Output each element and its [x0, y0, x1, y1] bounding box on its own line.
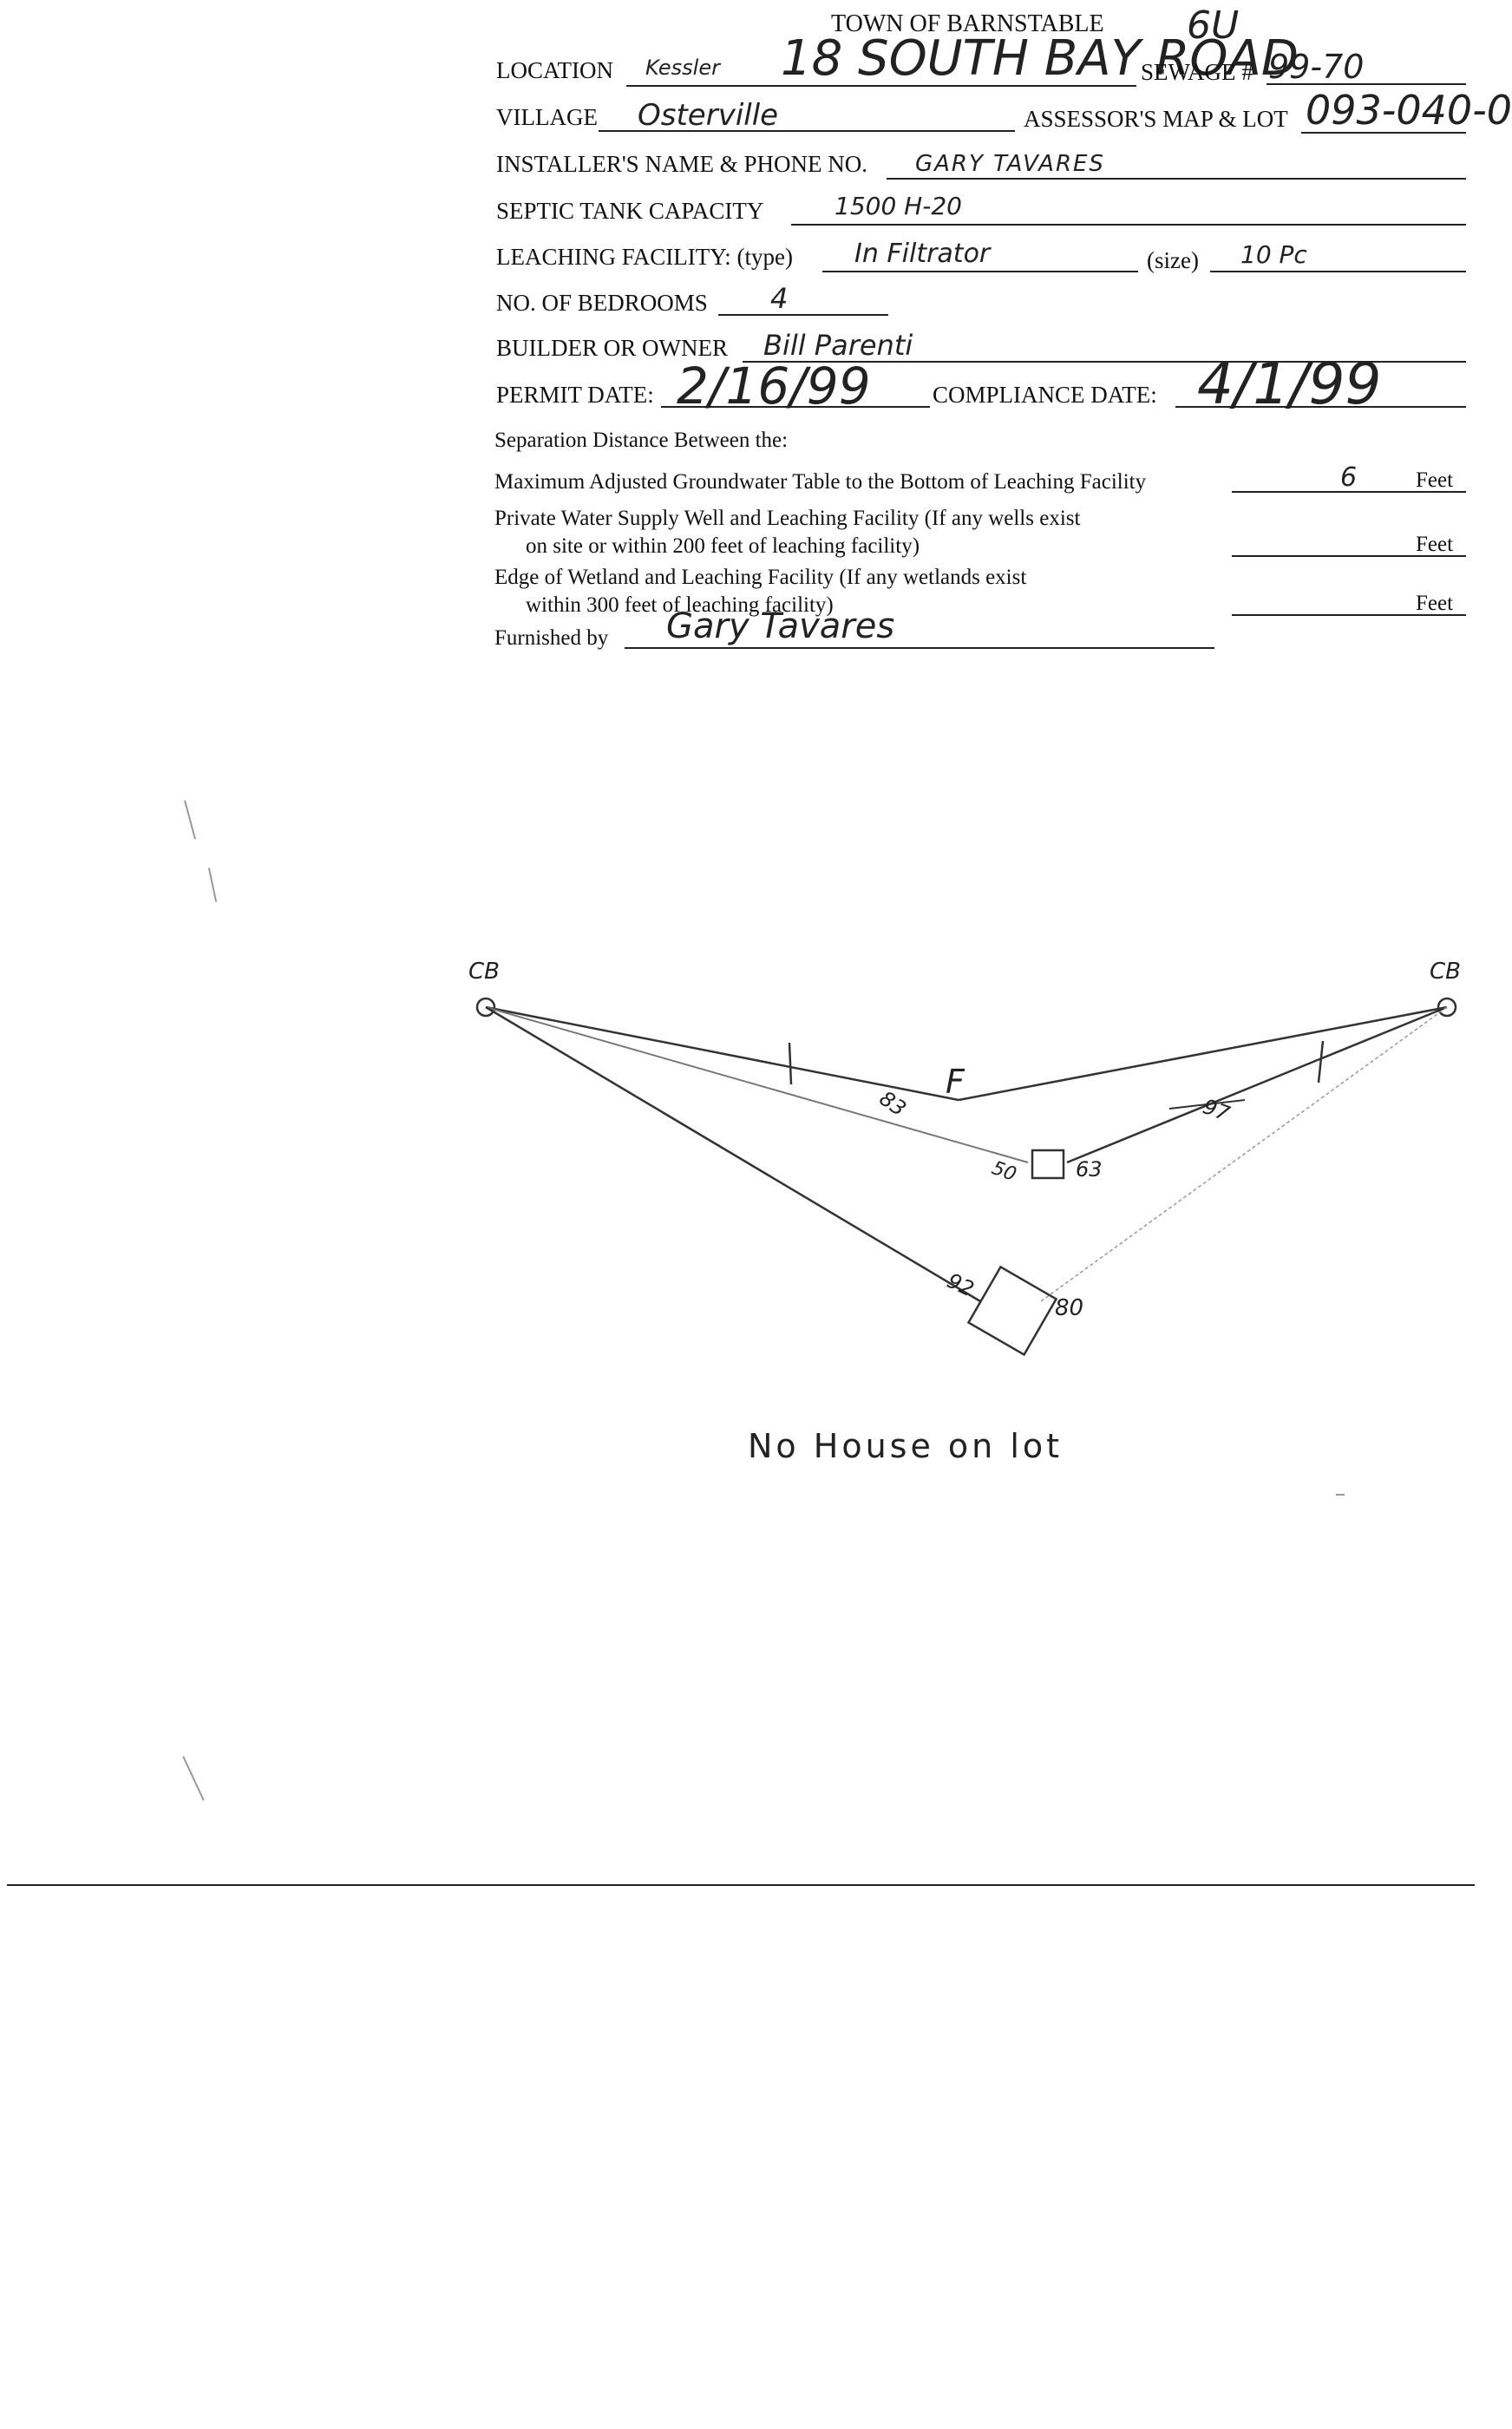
- tick-right-ext: [1168, 1099, 1246, 1110]
- compliance-line: [1175, 406, 1466, 408]
- septic-label: SEPTIC TANK CAPACITY: [496, 198, 764, 224]
- village-line: [599, 130, 1015, 132]
- assessor-value: 093-040-0: [1306, 87, 1512, 134]
- tick-left: [788, 1042, 793, 1085]
- scan-mark: [184, 800, 196, 840]
- septic-tank-box: [1031, 1149, 1065, 1180]
- tick-right: [1317, 1040, 1325, 1084]
- furnished-label: Furnished by: [494, 626, 609, 650]
- bedrooms-label: NO. OF BEDROOMS: [496, 290, 708, 316]
- line-left-to-f: [485, 1005, 959, 1102]
- dist-tank-left: 50: [989, 1157, 1019, 1186]
- village-label: VILLAGE: [496, 104, 598, 130]
- sep1-feet: Feet: [1416, 468, 1454, 492]
- permit-line: [661, 406, 930, 408]
- size-value: 10 Pc: [1240, 240, 1307, 269]
- location-label: LOCATION: [496, 57, 613, 83]
- sep1-value: 6: [1340, 462, 1358, 493]
- sep1-line: [1232, 491, 1466, 493]
- line-left-to-field: [485, 1005, 981, 1303]
- size-label: (size): [1147, 247, 1199, 273]
- installer-label: INSTALLER'S NAME & PHONE NO.: [496, 151, 867, 177]
- assessor-label: ASSESSOR'S MAP & LOT: [1024, 106, 1288, 132]
- dist-left-f: 83: [875, 1086, 911, 1121]
- dist-right-tank: 97: [1200, 1094, 1234, 1126]
- scan-mark: [182, 1756, 205, 1801]
- bedrooms-value: 4: [770, 282, 789, 315]
- f-label: F: [946, 1063, 965, 1101]
- furnished-line: [625, 647, 1214, 649]
- catch-basin-right-icon: [1437, 997, 1457, 1018]
- sep3-line1: Edge of Wetland and Leaching Facility (I…: [494, 566, 1027, 589]
- installer-line: [887, 178, 1466, 180]
- assessor-line: [1301, 132, 1466, 134]
- septic-value: 1500 H-20: [835, 192, 962, 220]
- builder-value: Bill Parenti: [763, 329, 913, 362]
- cb-left-label: CB: [468, 959, 500, 985]
- builder-line: [743, 361, 1466, 363]
- sewage-label: SEWAGE #: [1141, 59, 1253, 85]
- bedrooms-line: [718, 314, 888, 316]
- sep3-line2: within 300 feet of leaching facility): [526, 593, 834, 617]
- leaching-type-value: In Filtrator: [854, 239, 991, 269]
- line-left-to-tank: [485, 1006, 1029, 1163]
- installer-value: GARY TAVARES: [915, 151, 1105, 177]
- leaching-field-box: [966, 1265, 1058, 1357]
- sep2-feet: Feet: [1416, 533, 1454, 556]
- sewage-value: 99-70: [1268, 48, 1365, 86]
- location-prefix: Kessler: [645, 56, 720, 80]
- furnished-value: Gary Tavares: [666, 606, 895, 646]
- scan-mark: [1336, 1494, 1345, 1496]
- compliance-label: COMPLIANCE DATE:: [933, 382, 1157, 408]
- permit-label: PERMIT DATE:: [496, 382, 654, 408]
- size-line: [1210, 271, 1466, 272]
- corner-mark: 6U: [1187, 3, 1240, 48]
- compliance-value: 4/1/99: [1197, 350, 1382, 417]
- leaching-label: LEACHING FACILITY: (type): [496, 244, 793, 270]
- sketch-note: No House on lot: [748, 1427, 1063, 1465]
- line-right-to-tank: [1066, 1005, 1448, 1164]
- sep3-feet: Feet: [1416, 592, 1454, 615]
- dist-right-field: 80: [1055, 1295, 1083, 1321]
- builder-label: BUILDER OR OWNER: [496, 335, 728, 361]
- cb-right-label: CB: [1430, 959, 1461, 985]
- leaching-type-line: [822, 271, 1138, 272]
- sewage-line: [1267, 83, 1466, 85]
- septic-line: [791, 224, 1466, 226]
- site-sketch: CB CB F 83 97 50 63 92 80 No House on lo…: [468, 959, 1461, 1465]
- permit-value: 2/16/99: [677, 357, 871, 416]
- catch-basin-left-icon: [475, 997, 496, 1018]
- sep2-line: [1232, 555, 1466, 557]
- form-title: TOWN OF BARNSTABLE: [831, 10, 1104, 37]
- village-value: Osterville: [638, 98, 779, 133]
- sep2-line2: on site or within 200 feet of leaching f…: [526, 534, 920, 558]
- line-right-to-field: [1040, 1006, 1448, 1302]
- separation-heading: Separation Distance Between the:: [494, 429, 789, 452]
- sep2-line1: Private Water Supply Well and Leaching F…: [494, 507, 1081, 530]
- sep3-line: [1232, 614, 1466, 616]
- location-line: [626, 85, 1136, 87]
- line-f-to-right: [958, 1005, 1448, 1102]
- page-divider: [7, 1884, 1475, 1886]
- dist-tank-right: 63: [1076, 1157, 1103, 1182]
- location-value: 18 SOUTH BAY ROAD: [781, 30, 1299, 87]
- sep1-text: Maximum Adjusted Groundwater Table to th…: [494, 470, 1147, 494]
- scan-mark: [207, 868, 218, 902]
